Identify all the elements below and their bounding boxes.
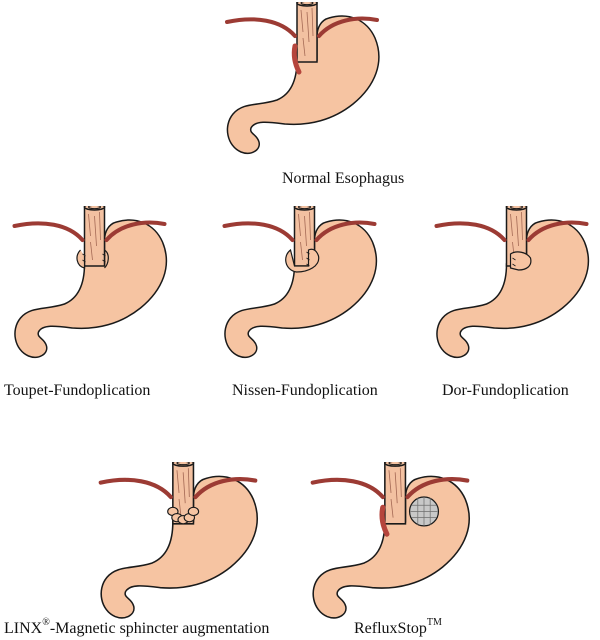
refluxstop-illustration	[300, 462, 480, 632]
caption-linx: LINX®-Magnetic sphincter augmentation	[4, 620, 269, 638]
anterior-wrap-flap	[511, 252, 531, 270]
caption-linx-main: LINX	[4, 620, 42, 637]
caption-refluxstop-sup: TM	[427, 617, 442, 628]
refluxstop-device	[410, 497, 439, 526]
linx-illustration	[88, 462, 268, 632]
caption-normal: Normal Esophagus	[282, 170, 404, 188]
dor-fundoplication-illustration	[424, 206, 599, 371]
normal-esophagus-illustration	[210, 2, 400, 172]
caption-linx-rest: -Magnetic sphincter augmentation	[50, 620, 269, 637]
caption-dor: Dor-Fundoplication	[442, 382, 569, 400]
wrap-left-flap	[77, 250, 84, 268]
caption-linx-sup: ®	[42, 617, 50, 628]
caption-toupet: Toupet-Fundoplication	[4, 382, 150, 400]
nissen-fundoplication-illustration	[212, 206, 387, 371]
caption-refluxstop-main: RefluxStop	[354, 620, 427, 637]
caption-refluxstop: RefluxStopTM	[354, 620, 442, 638]
toupet-fundoplication-illustration	[2, 206, 177, 371]
caption-nissen: Nissen-Fundoplication	[232, 382, 378, 400]
